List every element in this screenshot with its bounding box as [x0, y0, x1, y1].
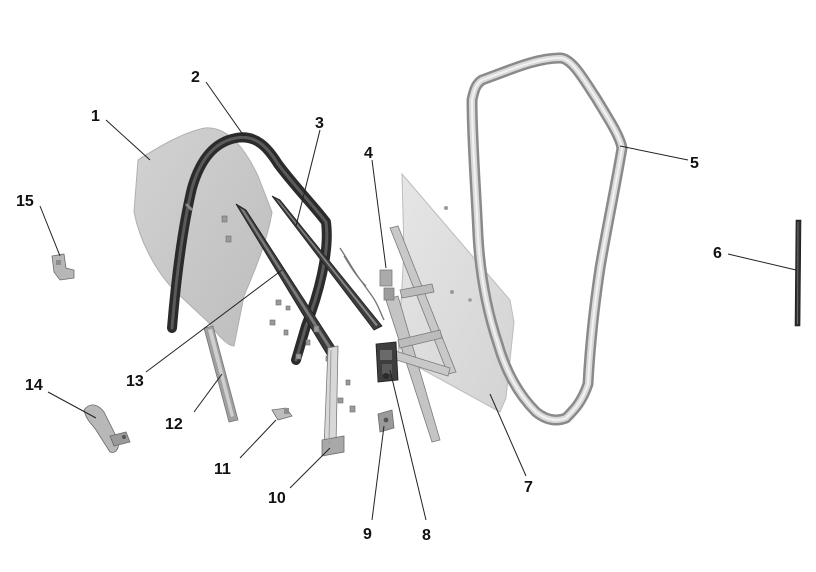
callout-6: 6 — [713, 245, 722, 262]
leader-line-2 — [205, 81, 245, 137]
callout-9: 9 — [363, 526, 372, 543]
door-inner-panel-part — [397, 172, 515, 413]
callout-7: 7 — [524, 479, 533, 496]
leader-line-4 — [371, 159, 387, 269]
leader-line-15 — [39, 205, 61, 257]
leader-line-14 — [47, 391, 97, 419]
leader-line-10 — [289, 447, 331, 489]
callout-numbers: 1 2 3 4 5 6 7 8 9 10 11 12 13 14 15 — [16, 69, 722, 544]
leader-line-9 — [371, 425, 385, 521]
leader-line-5 — [619, 145, 689, 161]
callout-2: 2 — [191, 69, 200, 86]
door-weatherstrip-part — [466, 52, 628, 426]
callout-3: 3 — [315, 115, 324, 132]
callout-5: 5 — [690, 155, 699, 172]
callout-4: 4 — [364, 145, 373, 162]
outer-door-handle-part — [83, 404, 131, 453]
callout-14: 14 — [25, 377, 43, 394]
callout-15: 15 — [16, 193, 34, 210]
window-regulator-part — [339, 225, 457, 443]
callout-13: 13 — [126, 373, 144, 390]
striker-plate-part — [377, 409, 395, 433]
leader-line-13 — [145, 269, 283, 373]
leader-line-3 — [295, 129, 321, 227]
leader-line-7 — [489, 393, 527, 477]
callout-11: 11 — [214, 461, 231, 478]
leader-line-1 — [105, 119, 151, 161]
leader-lines — [39, 81, 797, 521]
door-glass-part — [133, 127, 273, 347]
door-lock-part — [375, 341, 399, 383]
leader-line-6 — [727, 253, 797, 271]
glass-run-channel-part — [167, 132, 332, 365]
leader-line-12 — [193, 373, 223, 413]
vertical-seal-strip-part — [794, 219, 802, 327]
leader-line-11 — [239, 419, 277, 459]
latch-piece-part — [51, 253, 75, 281]
callout-12: 12 — [165, 416, 183, 433]
outer-belt-strip-part — [271, 195, 383, 331]
callout-10: 10 — [268, 490, 286, 507]
callout-1: 1 — [91, 108, 100, 125]
rear-guide-rail-part — [203, 325, 239, 423]
small-bracket-part — [271, 407, 293, 421]
callout-8: 8 — [422, 527, 431, 544]
front-division-channel-part — [321, 345, 345, 457]
leader-line-8 — [389, 369, 427, 521]
